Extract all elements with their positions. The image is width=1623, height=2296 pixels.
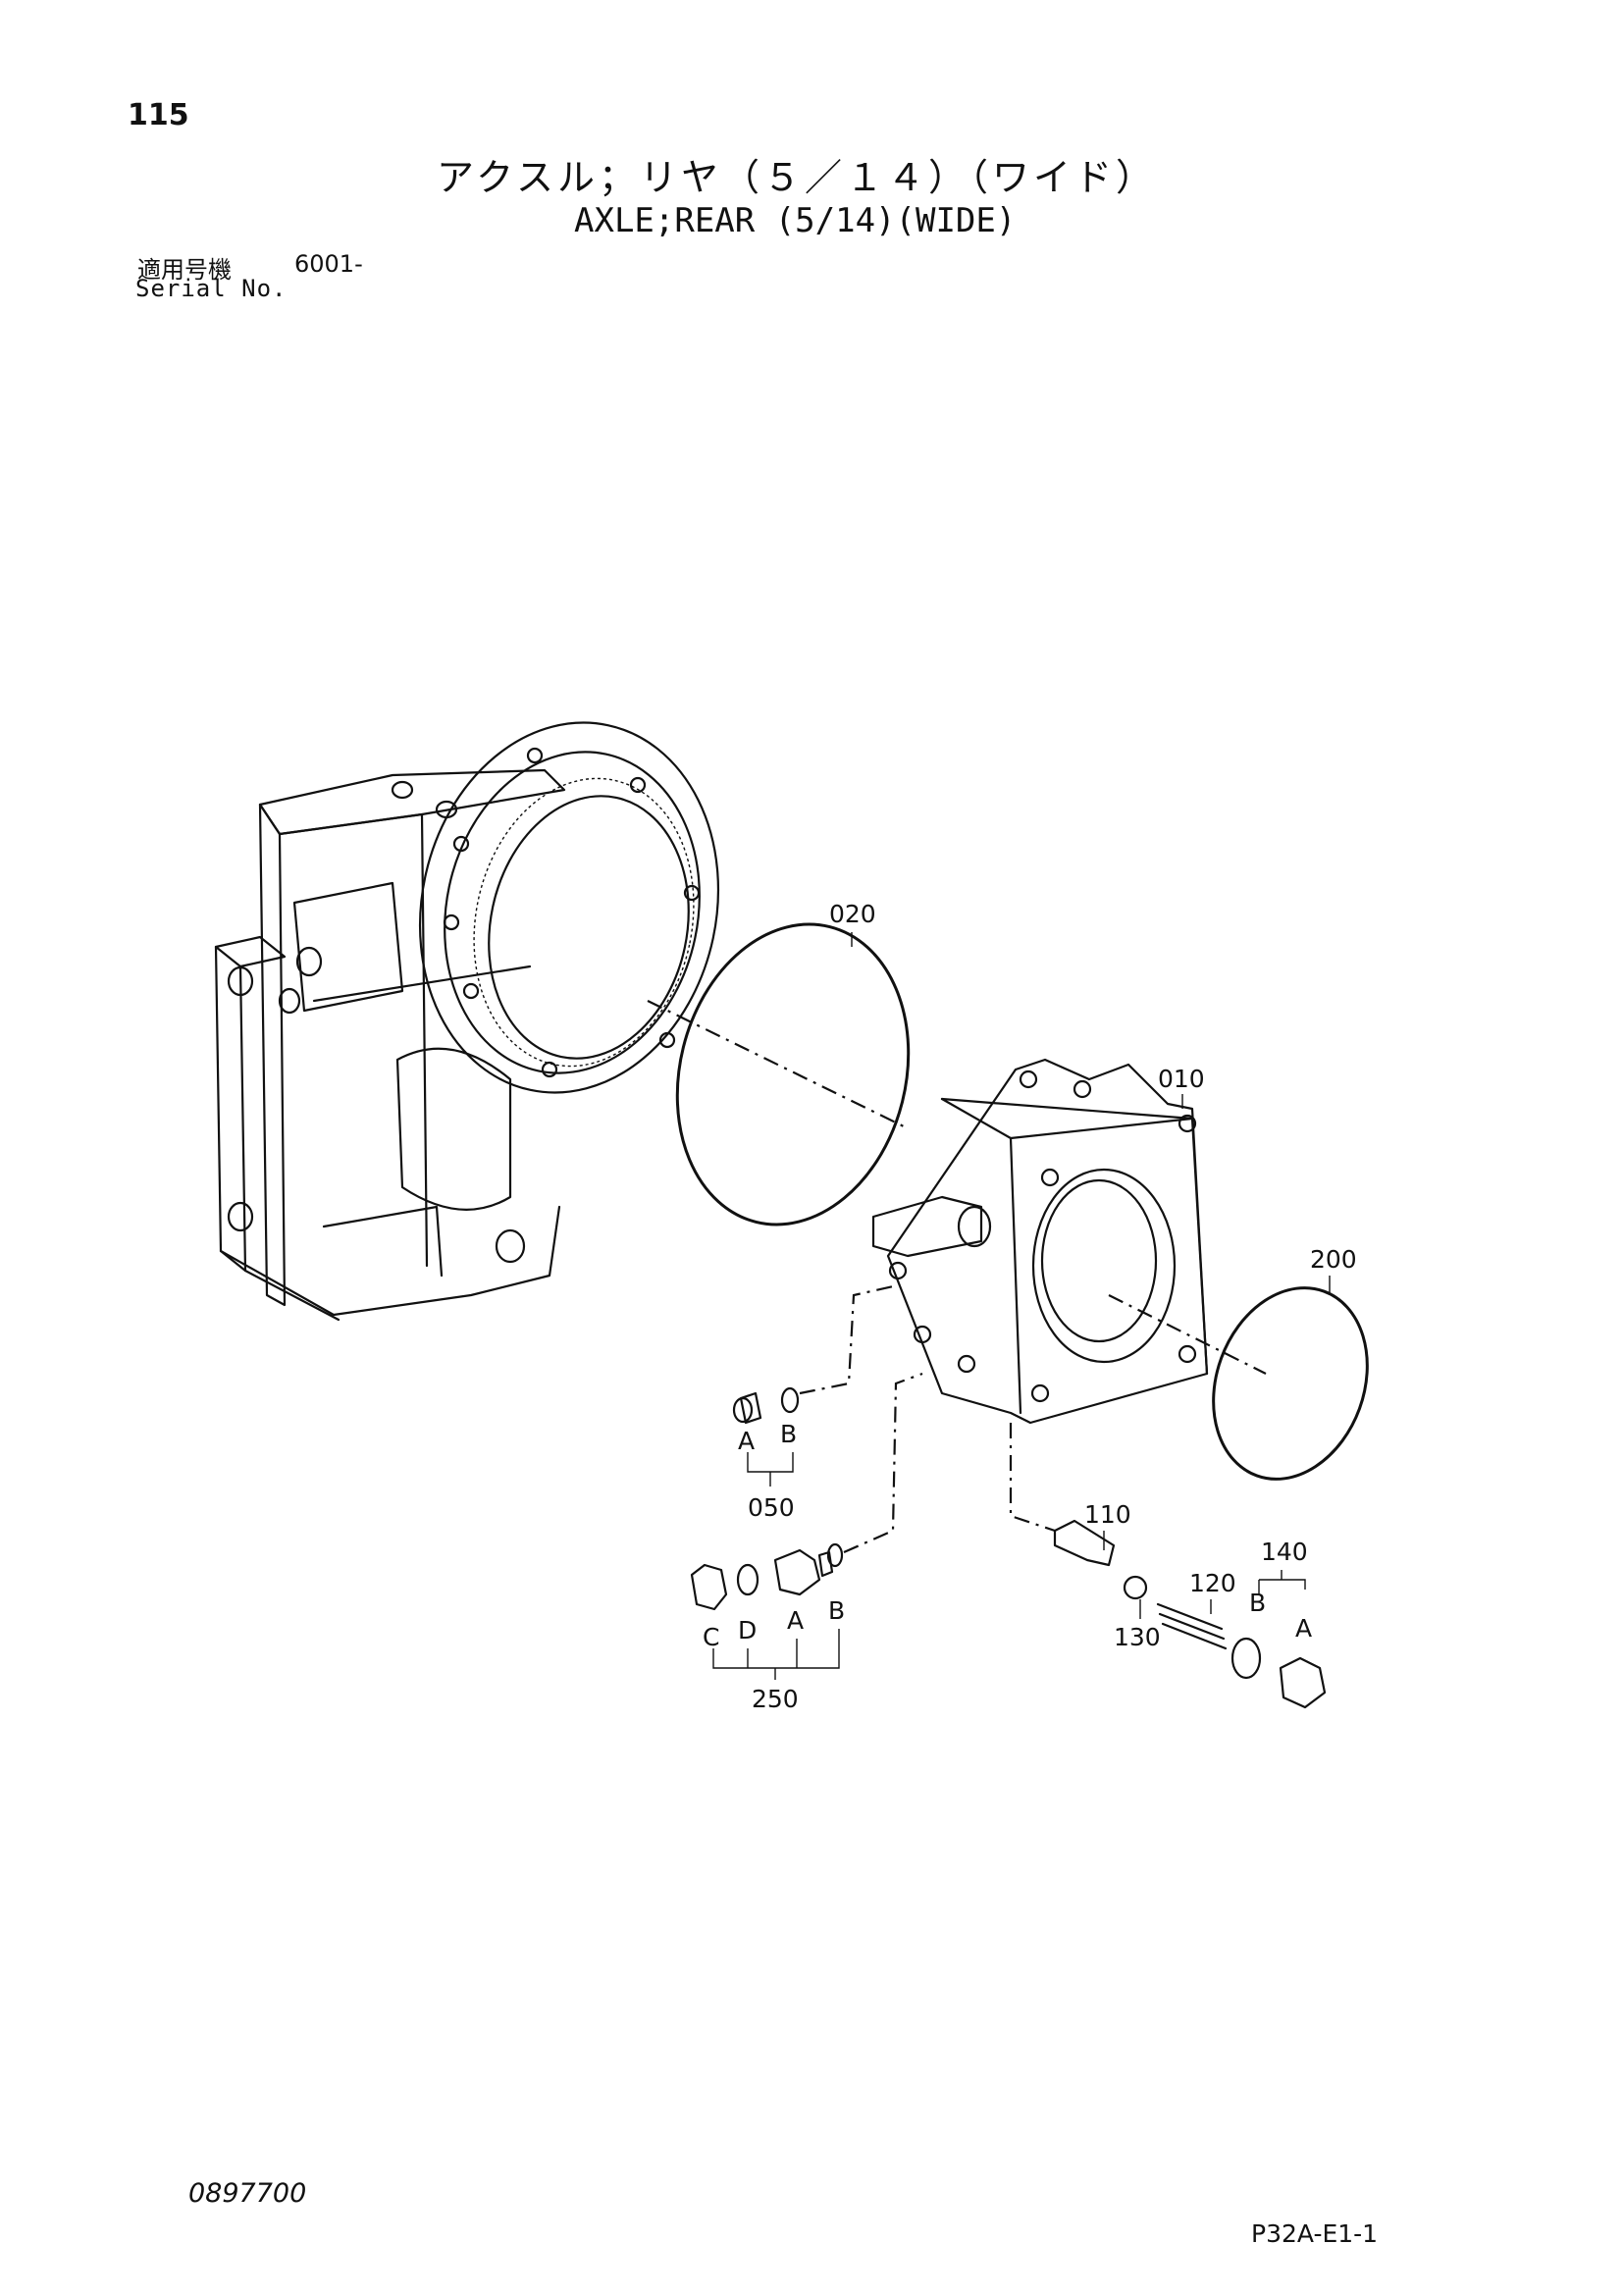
callout-leaders [712,932,1331,1680]
serial-label-japanese: 適用号機 [137,256,232,284]
title-japanese: アクスル；リヤ（５／１４）（ワイド） [437,156,1157,199]
page-number: 115 [128,98,189,132]
title-english: AXLE;REAR (5/14)(WIDE) [574,201,1017,240]
cover-010-drawing [871,1058,1209,1425]
callout-140-a: A [1295,1614,1312,1643]
o-ring-020-drawing [675,922,911,1226]
ring-gear-drawing [418,721,720,1094]
callout-010: 010 [1158,1065,1205,1093]
relief-parts-drawing [1009,1423,1327,1709]
callout-250-b: B [828,1596,845,1625]
callout-250-a: A [787,1606,804,1635]
callout-200: 200 [1310,1245,1357,1274]
o-ring-200-drawing [1212,1286,1369,1481]
axle-housing-drawing [214,768,566,1322]
axis-line-housing [647,1000,909,1129]
callout-130: 130 [1114,1623,1161,1651]
callout-250-d: D [738,1616,757,1644]
axis-line-cover [1108,1294,1267,1375]
callout-250: 250 [752,1685,799,1713]
callout-120: 120 [1189,1569,1236,1597]
callout-110: 110 [1084,1500,1131,1529]
callout-050-b: B [780,1420,797,1448]
fitting-kit-250-drawing [690,1372,923,1611]
plug-kit-050-drawing [732,1283,899,1425]
serial-label-english: Serial No. [135,275,288,302]
callout-020: 020 [829,900,876,928]
callout-140-b: B [1249,1589,1266,1617]
callout-140: 140 [1261,1538,1308,1566]
page-code: P32A-E1-1 [1251,2219,1379,2248]
serial-number-value: 6001- [294,250,363,278]
document-number: 0897700 [188,2178,307,2209]
callout-250-c: C [703,1623,719,1651]
callout-050-a: A [738,1427,755,1455]
callout-050: 050 [748,1493,795,1522]
